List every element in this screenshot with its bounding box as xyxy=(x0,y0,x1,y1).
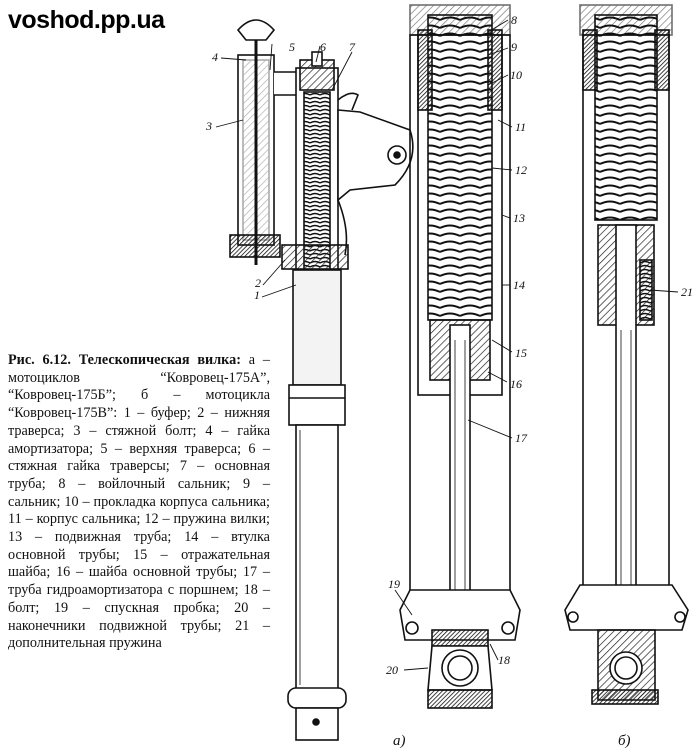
label-20: 20 xyxy=(386,663,398,677)
fork-section-a xyxy=(399,4,521,709)
label-11: 11 xyxy=(515,120,526,134)
label-7: 7 xyxy=(349,40,356,54)
label-21: 21 xyxy=(681,285,693,299)
subfigure-label-b: б) xyxy=(618,733,631,749)
caption-text: а – мотоциклов “Ковровец-175А”, “Коврове… xyxy=(8,352,271,652)
label-10: 10 xyxy=(510,68,522,82)
label-16: 16 xyxy=(510,377,522,391)
label-15: 15 xyxy=(515,346,527,360)
label-17: 17 xyxy=(515,431,528,445)
label-8: 8 xyxy=(511,13,517,27)
fork-side-view xyxy=(229,19,414,741)
leader-lines xyxy=(215,19,679,671)
fork-section-b xyxy=(564,4,689,705)
label-6: 6 xyxy=(320,40,326,54)
label-3: 3 xyxy=(205,119,212,133)
figure-caption: Рис. 6.12. Телескопическая вилка: а – мо… xyxy=(8,352,270,653)
label-9: 9 xyxy=(511,40,517,54)
caption-title: Рис. 6.12. Телескопическая вилка: xyxy=(8,352,241,368)
label-12: 12 xyxy=(515,163,527,177)
label-19: 19 xyxy=(388,577,400,591)
label-18: 18 xyxy=(498,653,510,667)
label-2: 2 xyxy=(255,276,261,290)
subfigure-label-a: а) xyxy=(393,733,406,749)
label-1: 1 xyxy=(254,288,260,302)
number-labels: 4 3 5 6 7 2 1 8 9 10 11 12 13 14 15 16 1… xyxy=(205,13,693,749)
site-watermark: voshod.pp.ua xyxy=(8,6,165,34)
label-13: 13 xyxy=(513,211,525,225)
label-5: 5 xyxy=(289,40,295,54)
label-14: 14 xyxy=(513,278,525,292)
label-4: 4 xyxy=(212,50,218,64)
